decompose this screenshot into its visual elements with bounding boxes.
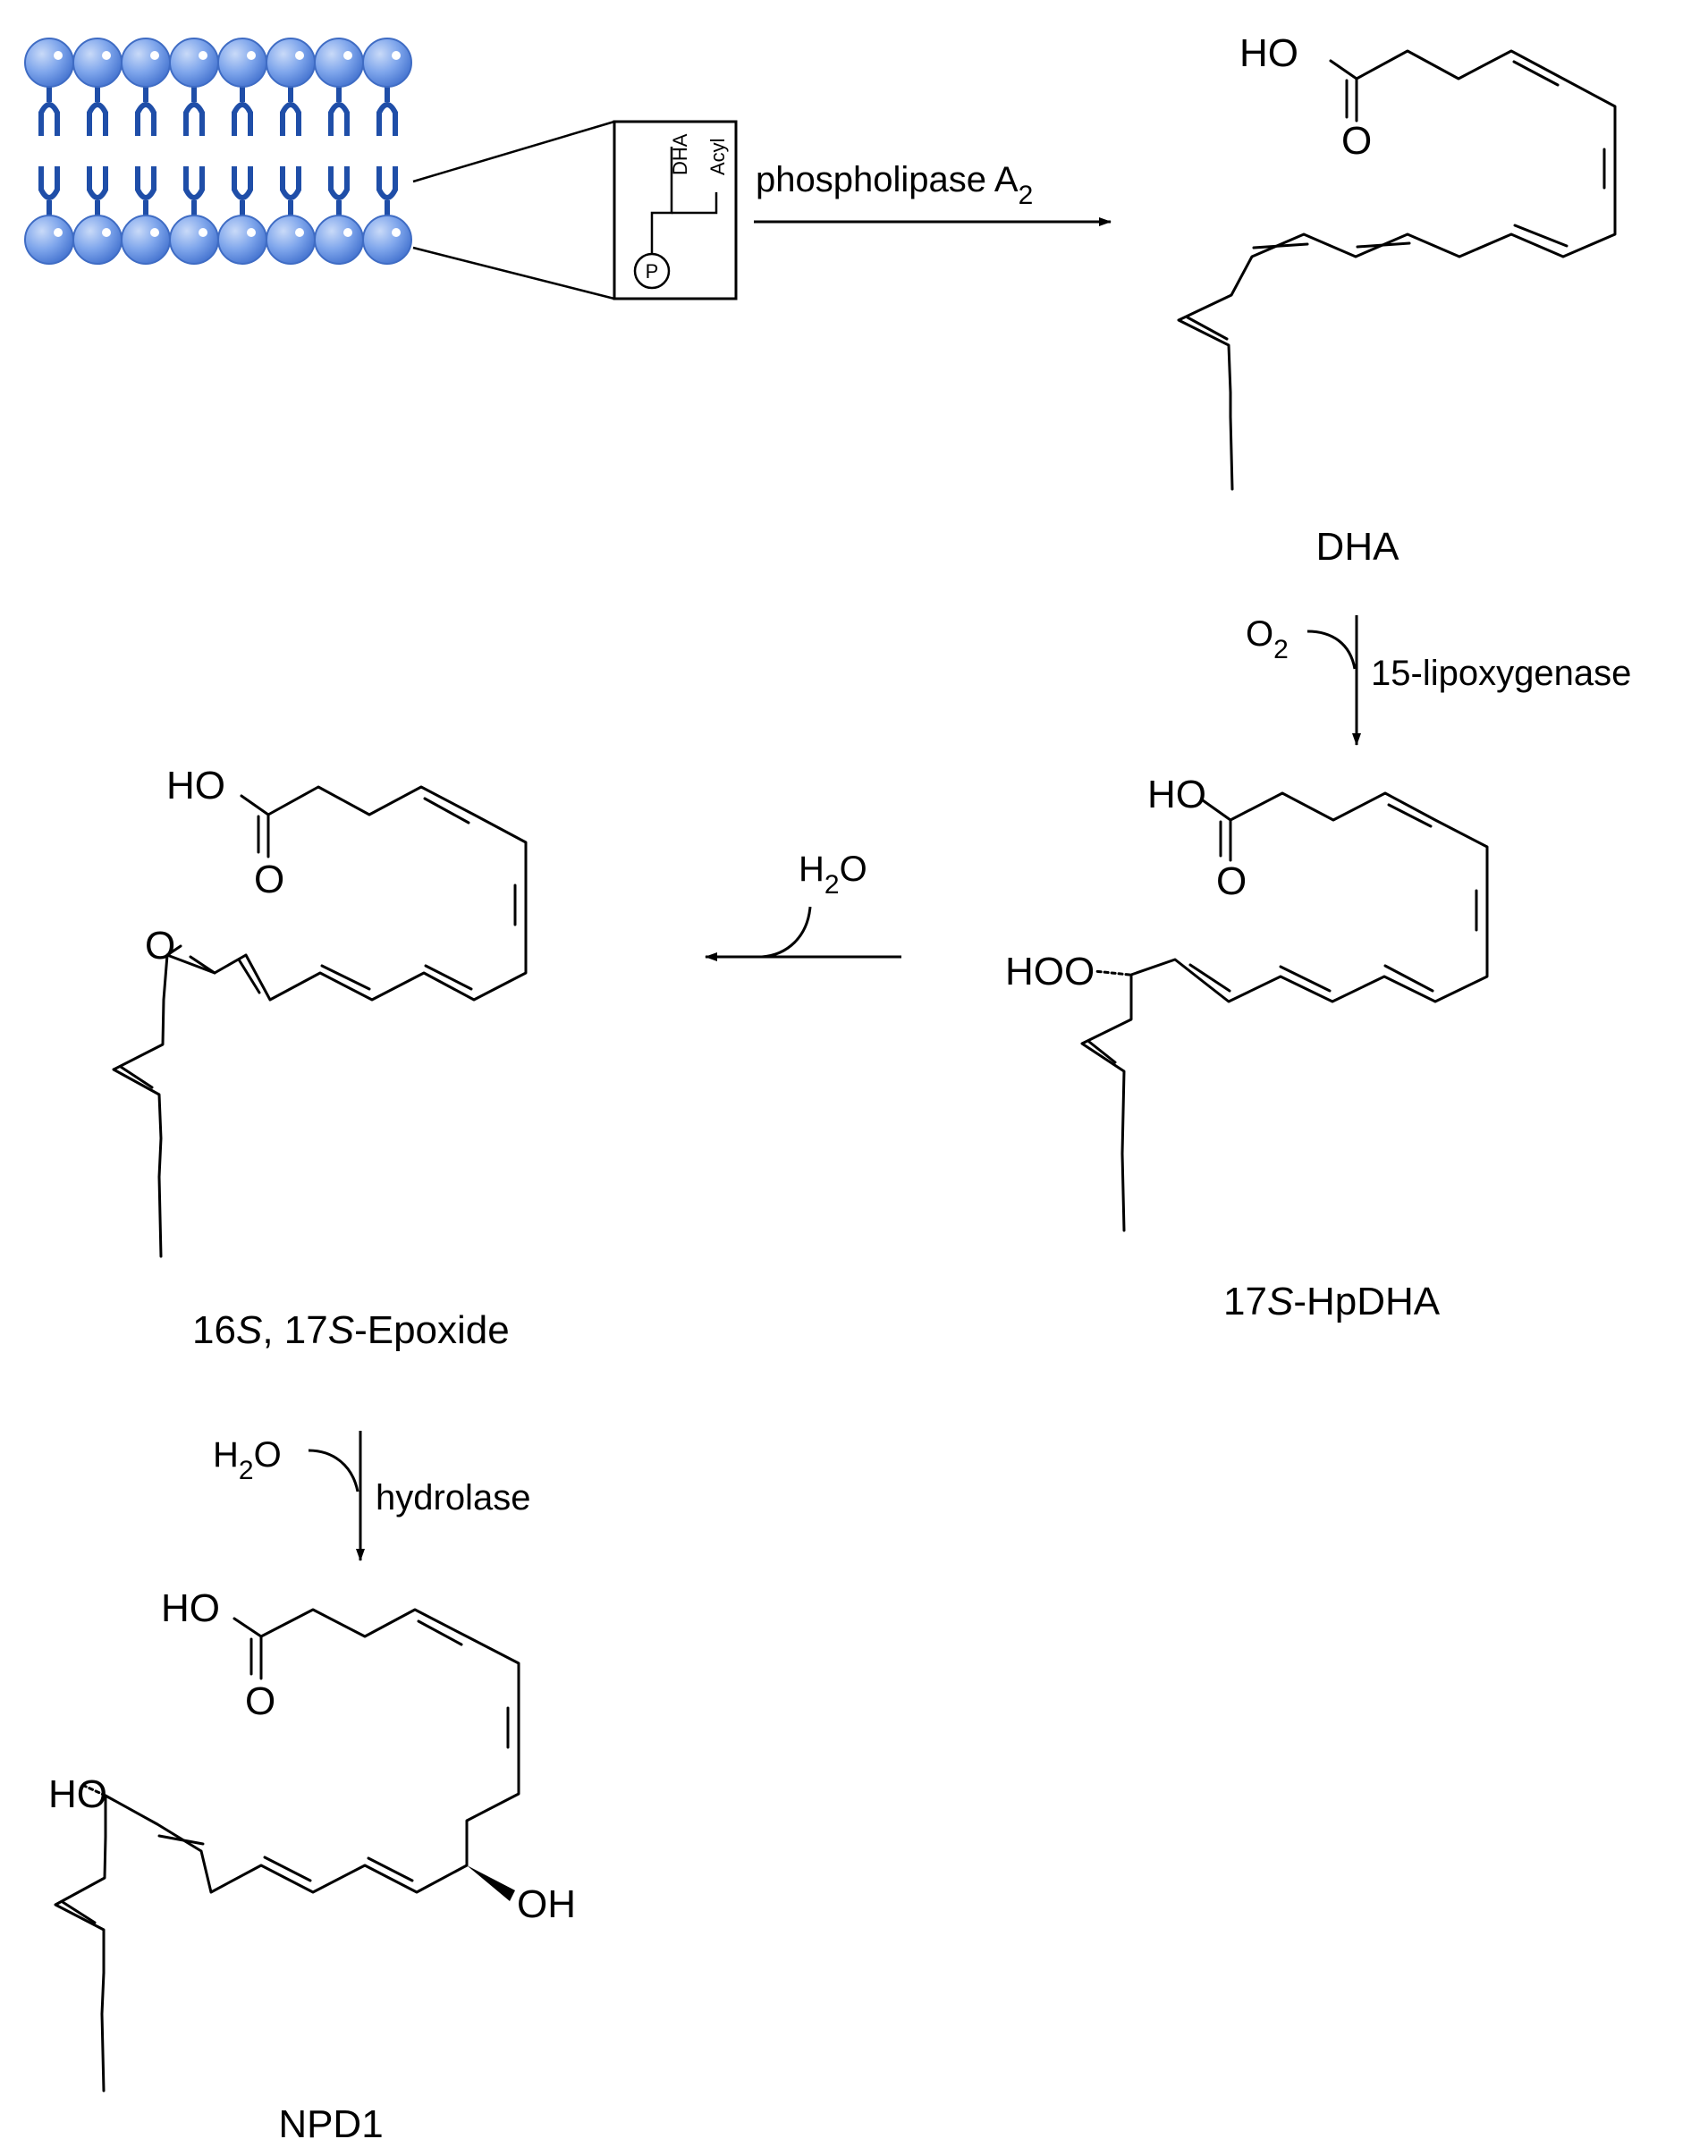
inset-acyl-label: Acyl (706, 138, 729, 175)
phosphate-label: P (646, 260, 659, 283)
epoxide-ring-o: O (145, 924, 175, 968)
h2o-label-hydrolase: H2O (213, 1435, 282, 1485)
inset-dha-label: DHA (669, 133, 691, 175)
dha-carbonyl-o: O (1341, 119, 1372, 163)
lipoxygenase-label: 15-lipoxygenase (1371, 654, 1631, 693)
epoxide-carbonyl-o: O (254, 858, 284, 901)
epoxide-structure: O HO O 16S, 17S-Epoxide (112, 764, 528, 1352)
arrow-phospholipase: phospholipase A2 (754, 160, 1112, 226)
dha-name: DHA (1316, 525, 1400, 569)
h2o-label-epoxidation: H2O (799, 850, 867, 900)
dha-ho: HO (1239, 31, 1298, 75)
o2-label: O2 (1246, 614, 1289, 664)
npd1-oh-right: OH (517, 1882, 576, 1926)
npd1-carbonyl-o: O (245, 1679, 275, 1723)
epoxide-name: 16S, 17S-Epoxide (192, 1308, 510, 1352)
arrow-lipoxygenase: O2 15-lipoxygenase (1246, 614, 1631, 746)
arrow-epoxidation: H2O (705, 850, 901, 961)
npd1-ho: HO (161, 1586, 220, 1630)
npd1-name: NPD1 (278, 2102, 383, 2146)
hpdha-ho: HO (1147, 773, 1206, 816)
npd1-structure: HO O HO OH NPD1 (48, 1586, 576, 2146)
arrow-hydrolase: H2O hydrolase (213, 1431, 530, 1561)
membrane-bilayer-icon (24, 38, 412, 265)
npd1-ho-left: HO (48, 1772, 107, 1816)
hydrolase-label: hydrolase (376, 1478, 530, 1518)
phospholipase-label: phospholipase A2 (756, 160, 1033, 210)
epoxide-ho: HO (166, 764, 225, 807)
hpdha-carbonyl-o: O (1216, 859, 1247, 903)
membrane-zoom-inset: P DHA Acyl (412, 120, 738, 300)
hpdha-structure: HO O HOO 17S-HpDHA (1005, 773, 1489, 1323)
hpdha-hoo: HOO (1005, 950, 1095, 993)
dha-structure: HO O DHA (1177, 31, 1617, 569)
hpdha-name: 17S-HpDHA (1223, 1280, 1441, 1323)
